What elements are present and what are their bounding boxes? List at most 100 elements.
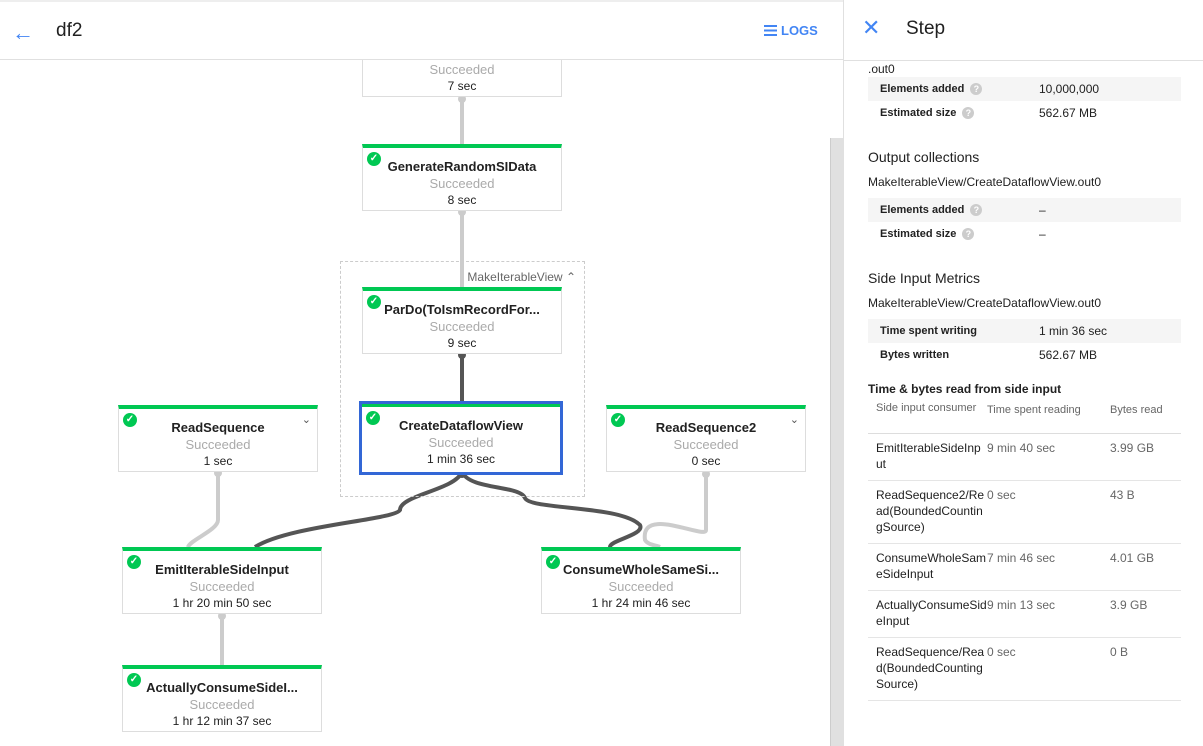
section-heading: Side Input Metrics <box>868 270 981 286</box>
bytes-read: 0 B <box>1110 645 1129 659</box>
node-time: 1 min 36 sec <box>426 452 496 466</box>
column-header: Bytes read <box>1110 404 1163 416</box>
collection-name: MakeIterableView/CreateDataflowView.out0 <box>868 175 1102 189</box>
metric-value: – <box>1039 227 1046 241</box>
node-time: 1 sec <box>203 454 233 468</box>
bytes-read: 4.01 GB <box>1110 551 1155 565</box>
check-circle-icon: ✓ <box>367 295 381 309</box>
table-row: ReadSequence2/Read(BoundedCountingSource… <box>868 481 1181 544</box>
help-icon[interactable]: ? <box>970 83 983 95</box>
metric-value: – <box>1039 203 1046 217</box>
side-input-table: Side input consumer Time spent reading B… <box>868 398 1181 701</box>
chevron-down-icon[interactable]: ⌄ <box>301 414 311 426</box>
table-header: Side input consumer Time spent reading B… <box>868 398 1181 434</box>
collection-name: MakeIterableView/CreateDataflowView.out0 <box>868 296 1102 310</box>
panel-title: Step <box>906 18 946 39</box>
check-circle-icon: ✓ <box>366 411 380 425</box>
column-header: Time spent reading <box>987 404 1081 416</box>
chevron-down-icon[interactable]: ⌄ <box>789 414 799 426</box>
node-time: 1 hr 12 min 37 sec <box>172 714 272 728</box>
step-node-emititerablesideinput[interactable]: ✓ EmitIterableSideInput Succeeded 1 hr 2… <box>122 547 322 614</box>
node-status: Succeeded <box>429 62 495 77</box>
metric-label: Estimated size <box>880 228 957 240</box>
input-collection-name: .out0 <box>868 62 895 76</box>
node-name: EmitIterableSideInput <box>155 562 289 577</box>
list-icon <box>764 25 777 36</box>
metric-label: Time spent writing <box>880 325 977 337</box>
metric-label: Bytes written <box>880 349 950 361</box>
graph-pane: MakeIterableView ⌃ Succeeded 7 sec ✓ Gen… <box>0 0 843 746</box>
metric-row: Estimated size?562.67 MB <box>868 101 1181 125</box>
consumer: ConsumeWholeSameSideInput <box>876 551 987 581</box>
check-circle-icon: ✓ <box>127 555 141 569</box>
node-time: 1 hr 20 min 50 sec <box>172 596 272 610</box>
graph-scrollbar[interactable] <box>830 138 843 746</box>
help-icon[interactable]: ? <box>962 228 975 240</box>
help-icon[interactable]: ? <box>970 204 983 216</box>
bytes-read: 43 B <box>1110 488 1135 502</box>
time-reading: 0 sec <box>987 488 1016 502</box>
node-name: ParDo(ToIsmRecordFor... <box>384 302 540 317</box>
step-node-generaterandomsidata[interactable]: ✓ GenerateRandomSIData Succeeded 8 sec <box>362 144 562 211</box>
step-node-actuallyconsumesideinput[interactable]: ✓ ActuallyConsumeSideI... Succeeded 1 hr… <box>122 665 322 732</box>
step-node-createdataflowview[interactable]: ✓ CreateDataflowView Succeeded 1 min 36 … <box>359 401 563 475</box>
group-toggle[interactable]: MakeIterableView ⌃ <box>467 270 576 284</box>
metric-value: 562.67 MB <box>1039 348 1098 362</box>
group-makeiterableview: MakeIterableView ⌃ <box>340 261 585 497</box>
job-title: df2 <box>56 20 83 41</box>
back-arrow-icon[interactable]: ← <box>12 20 34 45</box>
step-node-readsequence2[interactable]: ✓ ⌄ ReadSequence2 Succeeded 0 sec <box>606 405 806 472</box>
node-status: Succeeded <box>608 579 674 594</box>
edge <box>253 470 464 549</box>
node-status: Succeeded <box>429 319 495 334</box>
bytes-read: 3.9 GB <box>1110 598 1148 612</box>
step-node-pardo[interactable]: ✓ ParDo(ToIsmRecordFor... Succeeded 9 se… <box>362 287 562 354</box>
step-node-readsequence[interactable]: ✓ ⌄ ReadSequence Succeeded 1 sec <box>118 405 318 472</box>
time-reading: 9 min 13 sec <box>987 598 1056 612</box>
edge <box>460 470 643 548</box>
time-reading: 0 sec <box>987 645 1016 659</box>
job-header: ← df2 LOGS <box>0 0 843 60</box>
node-time: 9 sec <box>447 336 477 350</box>
node-time: 1 hr 24 min 46 sec <box>591 596 691 610</box>
time-reading: 7 min 46 sec <box>987 551 1056 565</box>
chevron-up-icon: ⌃ <box>565 270 576 284</box>
node-status: Succeeded <box>189 697 255 712</box>
node-name: CreateDataflowView <box>398 418 524 433</box>
consumer: ReadSequence/Read(BoundedCountingSource) <box>876 645 985 691</box>
metric-label: Elements added <box>880 204 965 216</box>
step-node-consumewholesamesideinput[interactable]: ✓ ConsumeWholeSameSi... Succeeded 1 hr 2… <box>541 547 741 614</box>
consumer: ReadSequence2/Read(BoundedCountingSource… <box>876 488 985 534</box>
logs-button[interactable]: LOGS <box>764 23 818 38</box>
node-status: Succeeded <box>189 579 255 594</box>
column-header: Side input consumer <box>876 402 977 414</box>
check-circle-icon: ✓ <box>546 555 560 569</box>
section-heading: Time & bytes read from side input <box>868 382 1062 396</box>
help-icon[interactable]: ? <box>962 107 975 119</box>
node-name: ReadSequence <box>171 420 265 435</box>
edge <box>186 471 220 549</box>
check-circle-icon: ✓ <box>123 413 137 427</box>
edge <box>642 472 708 549</box>
node-status: Succeeded <box>429 176 495 191</box>
time-reading: 9 min 40 sec <box>987 441 1056 455</box>
node-name: GenerateRandomSIData <box>387 159 537 174</box>
node-name: ReadSequence2 <box>655 420 757 435</box>
pipeline-graph[interactable]: MakeIterableView ⌃ Succeeded 7 sec ✓ Gen… <box>0 0 843 746</box>
node-status: Succeeded <box>428 435 494 450</box>
check-circle-icon: ✓ <box>127 673 141 687</box>
node-time: 0 sec <box>691 454 721 468</box>
node-status: Succeeded <box>185 437 251 452</box>
node-name: ConsumeWholeSameSi... <box>562 562 720 577</box>
step-panel-header: ✕ Step <box>844 0 1203 61</box>
metric-row: Estimated size? – <box>868 222 1181 246</box>
logs-label: LOGS <box>781 23 818 38</box>
consumer: ActuallyConsumeSideInput <box>876 598 987 628</box>
close-icon[interactable]: ✕ <box>862 15 881 40</box>
metric-row: Bytes written 562.67 MB <box>868 343 1181 367</box>
check-circle-icon: ✓ <box>367 152 381 166</box>
consumer: EmitIterableSideInput <box>876 441 981 471</box>
